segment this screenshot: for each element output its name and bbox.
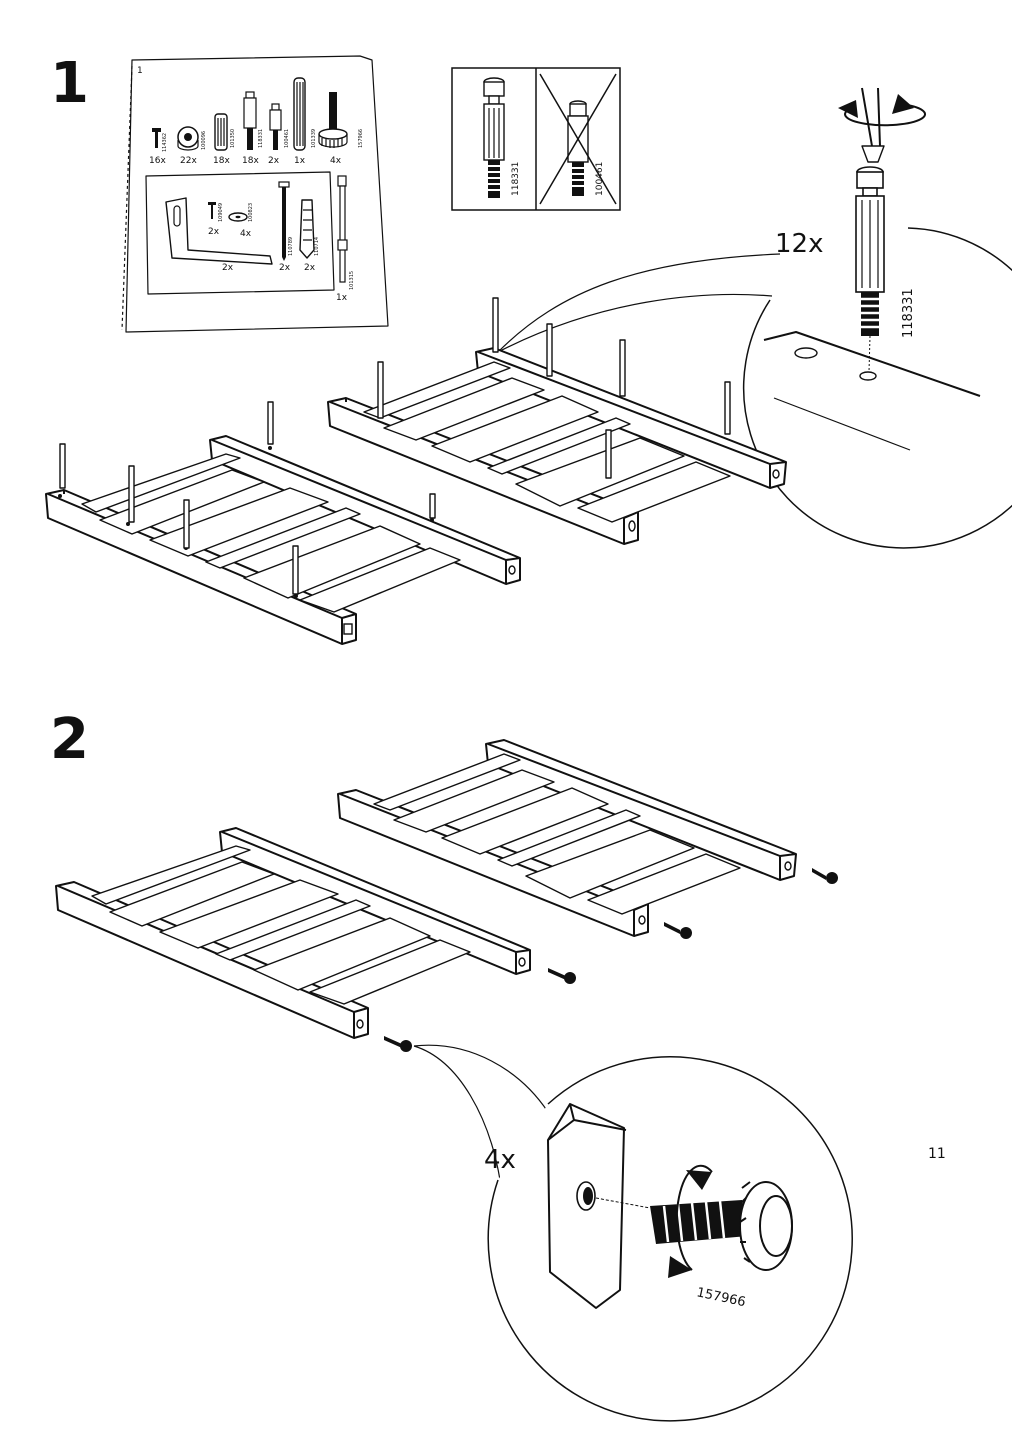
connector-rod-part-icon: 1x 101315 [336, 175, 355, 303]
wall-fixing-bag: 2x 2x 109049 4x 100823 2x 110789 [145, 171, 335, 295]
adjustable-foot-large-icon: 157966 [650, 1181, 793, 1310]
cam-bolt-part-icon: 18x 118331 [242, 91, 264, 166]
part-qty: 2x [279, 263, 291, 273]
rear-frame-step1 [327, 297, 787, 545]
rotate-clockwise-icon [838, 94, 927, 127]
front-frame-step1 [45, 401, 521, 645]
parts-row: 16x 114362 22x 100096 18x 101350 18x [149, 77, 364, 166]
detail-part-code: 118331 [901, 288, 916, 338]
foot-screw-icon [664, 868, 838, 939]
screw-part-icon: 16x 114362 [149, 128, 168, 166]
part-code: 100461 [284, 129, 290, 148]
part-qty: 4x [240, 229, 252, 239]
adjustable-foot-part-icon: 4x 157966 [318, 92, 364, 166]
long-screw-part-icon: 2x 110789 [278, 181, 294, 273]
part-code: 109049 [218, 203, 224, 222]
part-code: 110714 [314, 237, 320, 256]
hardware-bag: 1 16x 114362 22x 100096 18x 101350 [121, 55, 389, 333]
part-qty: 18x [213, 156, 230, 166]
dowel-part-icon: 18x 101350 [213, 113, 236, 166]
cam-lock-part-icon: 22x 100096 [177, 126, 207, 166]
correct-part-code: 118331 [511, 162, 521, 196]
step-2-number: 2 [50, 707, 89, 772]
rear-frame-step2 [337, 739, 838, 939]
angle-bracket-part-icon: 2x [165, 197, 273, 273]
front-frame-step2 [55, 827, 576, 1052]
rotate-clockwise-icon [668, 1164, 713, 1278]
correct-cam-bolt-icon: 118331 [483, 77, 521, 198]
cross-out-icon [539, 73, 617, 205]
cam-bolt-pin [377, 297, 731, 479]
part-qty: 2x [304, 263, 316, 273]
washer-part-icon: 4x 100823 [228, 203, 254, 239]
wall-plug-part-icon: 2x 110714 [299, 199, 320, 273]
part-code: 118331 [258, 129, 264, 148]
part-qty: 2x [268, 156, 280, 166]
part-qty: 2x [208, 227, 220, 237]
short-bolt-part-icon: 2x 100461 [268, 103, 290, 166]
part-code: 101339 [311, 129, 317, 148]
cam-bolt-detail-callout: 12x 118331 [497, 87, 1012, 549]
part-code: 100823 [248, 203, 254, 222]
detail-quantity: 12x [775, 229, 823, 259]
cam-bolt-pin [59, 401, 436, 595]
part-qty: 1x [294, 156, 306, 166]
part-qty: 22x [180, 156, 197, 166]
screwdriver-icon [861, 87, 885, 163]
bag-number: 1 [137, 66, 143, 76]
part-code: 110789 [288, 237, 294, 256]
wrong-part-code: 100461 [595, 162, 605, 196]
part-qty: 1x [336, 293, 348, 303]
bolt-comparison-box: 118331 100461 [451, 67, 621, 211]
part-qty: 16x [149, 156, 166, 166]
long-dowel-part-icon: 1x 101339 [293, 77, 317, 166]
part-code: 100096 [201, 131, 207, 150]
part-code: 101315 [349, 271, 355, 290]
part-code: 157966 [358, 129, 364, 148]
part-qty: 2x [222, 263, 234, 273]
adjustable-foot-detail-callout: 4x 157966 [413, 1044, 853, 1422]
part-qty: 4x [330, 156, 342, 166]
detail-quantity: 4x [484, 1145, 516, 1175]
step-1-number: 1 [50, 51, 89, 116]
cam-bolt-large-icon: 118331 [855, 166, 916, 373]
page-number: 11 [928, 1146, 946, 1162]
part-code: 101350 [230, 129, 236, 148]
part-qty: 18x [242, 156, 259, 166]
small-screw-part-icon: 2x 109049 [208, 202, 224, 237]
foot-screw-icon [384, 968, 576, 1052]
part-code: 114362 [162, 133, 168, 152]
